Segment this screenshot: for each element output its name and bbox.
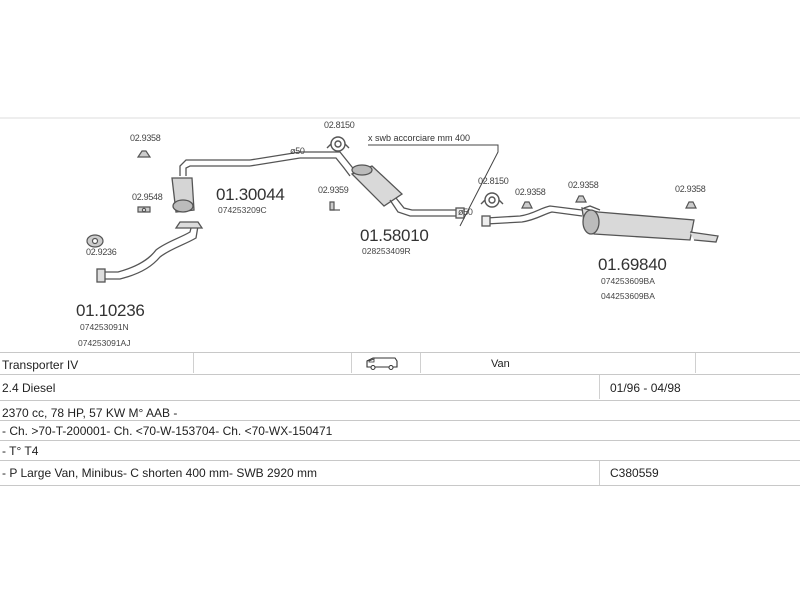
exhaust-system-diagram: 02.9358 02.9548 02.9236 02.8150 02.9359 … [0, 117, 800, 348]
divider [599, 375, 600, 399]
catalyst-ref-1: 074253209C [218, 205, 267, 215]
clamp-rear-3[interactable] [685, 201, 697, 209]
table-row-type: - T° T4 [0, 440, 800, 461]
shorten-note: x swb accorciare mm 400 [368, 133, 471, 143]
middle-muffler-part-number: 01.58010 [360, 226, 429, 245]
label-clamp-rear-3: 02.9358 [675, 184, 706, 194]
note-arrow [368, 144, 499, 227]
diameter-label-2: ø50 [458, 207, 473, 217]
front-pipe-part-number: 01.10236 [76, 301, 145, 320]
label-flange-lower: 02.9236 [86, 247, 117, 257]
table-row-variant: - P Large Van, Minibus- C shorten 400 mm… [0, 460, 800, 486]
period-cell: 01/96 - 04/98 [610, 381, 681, 395]
middle-muffler-ref-1: 028253409R [362, 246, 411, 256]
type-cell: - T° T4 [2, 444, 39, 458]
middle-muffler-part[interactable] [350, 164, 465, 219]
catalyst-part[interactable] [171, 151, 301, 213]
label-clamp-front-top: 02.9358 [130, 133, 161, 143]
chassis-cell: - Ch. >70-T-200001- Ch. <70-W-153704- Ch… [2, 424, 333, 438]
exhaust-drawing [0, 117, 800, 283]
label-ring-rear: 02.8150 [478, 176, 509, 186]
table-row-engine: 2.4 Diesel 01/96 - 04/98 [0, 374, 800, 399]
label-clamp-rear-1: 02.9358 [515, 187, 546, 197]
front-pipe-ref-2: 074253091AJ [78, 338, 131, 348]
body-type-cell: Van [491, 358, 510, 370]
rear-muffler-part[interactable] [581, 205, 719, 243]
front-pipe-ref-1: 074253091N [80, 322, 129, 332]
code-cell: C380559 [610, 466, 659, 480]
table-row-specs: 2370 cc, 78 HP, 57 KW M° AAB - [0, 400, 800, 421]
ring-mid[interactable] [326, 136, 350, 152]
label-gasket-cat: 02.9548 [132, 192, 163, 202]
rear-connecting-pipe [481, 205, 583, 227]
label-clamp-rear-2: 02.9358 [568, 180, 599, 190]
rear-muffler-ref-2: 044253609BA [601, 291, 655, 301]
ring-rear[interactable] [480, 192, 504, 208]
engine-cell: 2.4 Diesel [2, 381, 56, 395]
vehicle-info-table: Transporter IV Van 2.4 Diesel 01/96 - 04… [0, 352, 800, 486]
divider [351, 353, 352, 373]
specs-cell: 2370 cc, 78 HP, 57 KW M° AAB - [2, 406, 178, 420]
label-clamp-mid: 02.9359 [318, 185, 349, 195]
variant-cell: - P Large Van, Minibus- C shorten 400 mm… [2, 466, 318, 480]
gasket-cat[interactable] [137, 206, 151, 213]
rear-muffler-ref-1: 074253609BA [601, 276, 655, 286]
van-icon [365, 356, 399, 373]
flange-lower[interactable] [86, 234, 104, 248]
intermediate-pipe [300, 151, 357, 177]
catalyst-part-number: 01.30044 [216, 185, 285, 204]
clamp-mid[interactable] [329, 201, 340, 211]
diameter-label-1: ø50 [290, 146, 305, 156]
divider [193, 353, 194, 373]
rear-muffler-part-number: 01.69840 [598, 255, 667, 274]
divider [599, 461, 600, 485]
label-ring-mid: 02.8150 [324, 120, 355, 130]
table-row-model: Transporter IV Van [0, 352, 800, 373]
model-cell: Transporter IV [2, 358, 79, 372]
divider [420, 353, 421, 373]
divider [695, 353, 696, 373]
front-pipe-part[interactable] [96, 221, 204, 283]
table-row-chassis: - Ch. >70-T-200001- Ch. <70-W-153704- Ch… [0, 420, 800, 441]
clamp-rear-2[interactable] [575, 195, 587, 203]
clamp-front-top[interactable] [136, 150, 152, 158]
clamp-rear-1[interactable] [521, 201, 533, 209]
